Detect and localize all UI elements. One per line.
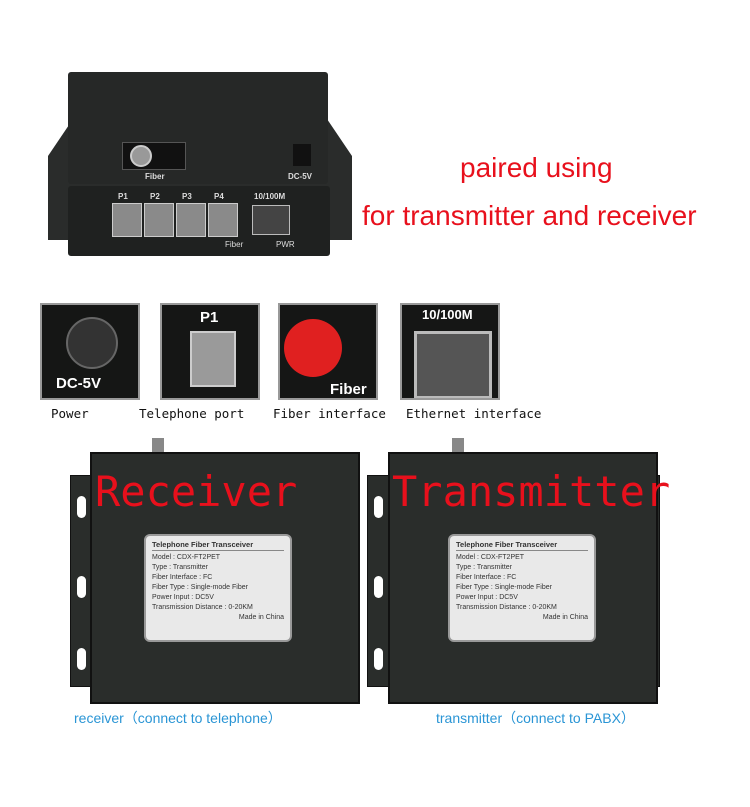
caption-telephone: Telephone port bbox=[139, 406, 245, 421]
sticker-title: Telephone Fiber Transceiver bbox=[456, 540, 588, 551]
sticker-line: Type : Transmitter bbox=[152, 564, 209, 571]
sticker-made: Made in China bbox=[238, 614, 284, 621]
product-label: Telephone Fiber Transceiver Model : CDX-… bbox=[144, 534, 292, 642]
sticker-line: Power Input : DC5V bbox=[456, 594, 518, 601]
fiber-label: Fiber bbox=[145, 172, 165, 181]
transmitter-caption: transmitter（connect to PABX） bbox=[436, 710, 635, 726]
port-label: P1 bbox=[118, 192, 128, 201]
fiber-thumbnail: Fiber bbox=[278, 303, 378, 400]
port-label: P2 bbox=[150, 192, 160, 201]
sticker-line: Power Input : DC5V bbox=[152, 594, 214, 601]
transmitter-device-photo: Telephone Fiber Transceiver Model : CDX-… bbox=[388, 452, 658, 704]
product-label: Telephone Fiber Transceiver Model : CDX-… bbox=[448, 534, 596, 642]
sticker-made: Made in China bbox=[542, 614, 588, 621]
dc-label: DC-5V bbox=[288, 172, 313, 181]
thumb-label: DC-5V bbox=[56, 375, 102, 392]
top-device-photo: Fiber DC-5V P1 P2 P3 P4 10/100M Fiber PW… bbox=[40, 60, 360, 260]
transmitter-overlay: Transmitter bbox=[392, 467, 671, 516]
headline-line2: for transmitter and receiver bbox=[362, 200, 697, 231]
thumb-label: Fiber bbox=[330, 381, 367, 398]
sticker-line: Model : CDX-FT2PET bbox=[152, 554, 221, 561]
thumb-label: 10/100M bbox=[422, 307, 473, 322]
power-thumbnail: DC-5V bbox=[40, 303, 140, 400]
sticker-line: Transmission Distance : 0-20KM bbox=[152, 604, 253, 611]
eth-label: 10/100M bbox=[254, 192, 286, 201]
sticker-line: Fiber Interface : FC bbox=[456, 574, 517, 581]
telephone-port-thumbnail: P1 bbox=[160, 303, 260, 400]
sticker-line: Fiber Interface : FC bbox=[152, 574, 213, 581]
port-label: P3 bbox=[182, 192, 192, 201]
receiver-device-photo: Telephone Fiber Transceiver Model : CDX-… bbox=[90, 452, 360, 704]
thumb-label: P1 bbox=[200, 309, 219, 326]
sticker-line: Fiber Type : Single-mode Fiber bbox=[152, 584, 248, 591]
sticker-line: Transmission Distance : 0-20KM bbox=[456, 604, 557, 611]
port-label: P4 bbox=[214, 192, 224, 201]
led-pwr-label: PWR bbox=[276, 240, 295, 249]
sticker-line: Model : CDX-FT2PET bbox=[456, 554, 525, 561]
caption-fiber: Fiber interface bbox=[273, 406, 386, 421]
caption-ethernet: Ethernet interface bbox=[406, 406, 542, 421]
receiver-overlay: Receiver bbox=[95, 467, 298, 516]
ethernet-thumbnail: 10/100M bbox=[400, 303, 500, 400]
sticker-line: Type : Transmitter bbox=[456, 564, 513, 571]
sticker-title: Telephone Fiber Transceiver bbox=[152, 540, 284, 551]
headline-line1: paired using bbox=[460, 152, 613, 183]
led-fiber-label: Fiber bbox=[225, 240, 244, 249]
sticker-line: Fiber Type : Single-mode Fiber bbox=[456, 584, 552, 591]
receiver-caption: receiver（connect to telephone） bbox=[74, 710, 282, 726]
caption-power: Power bbox=[51, 406, 89, 421]
